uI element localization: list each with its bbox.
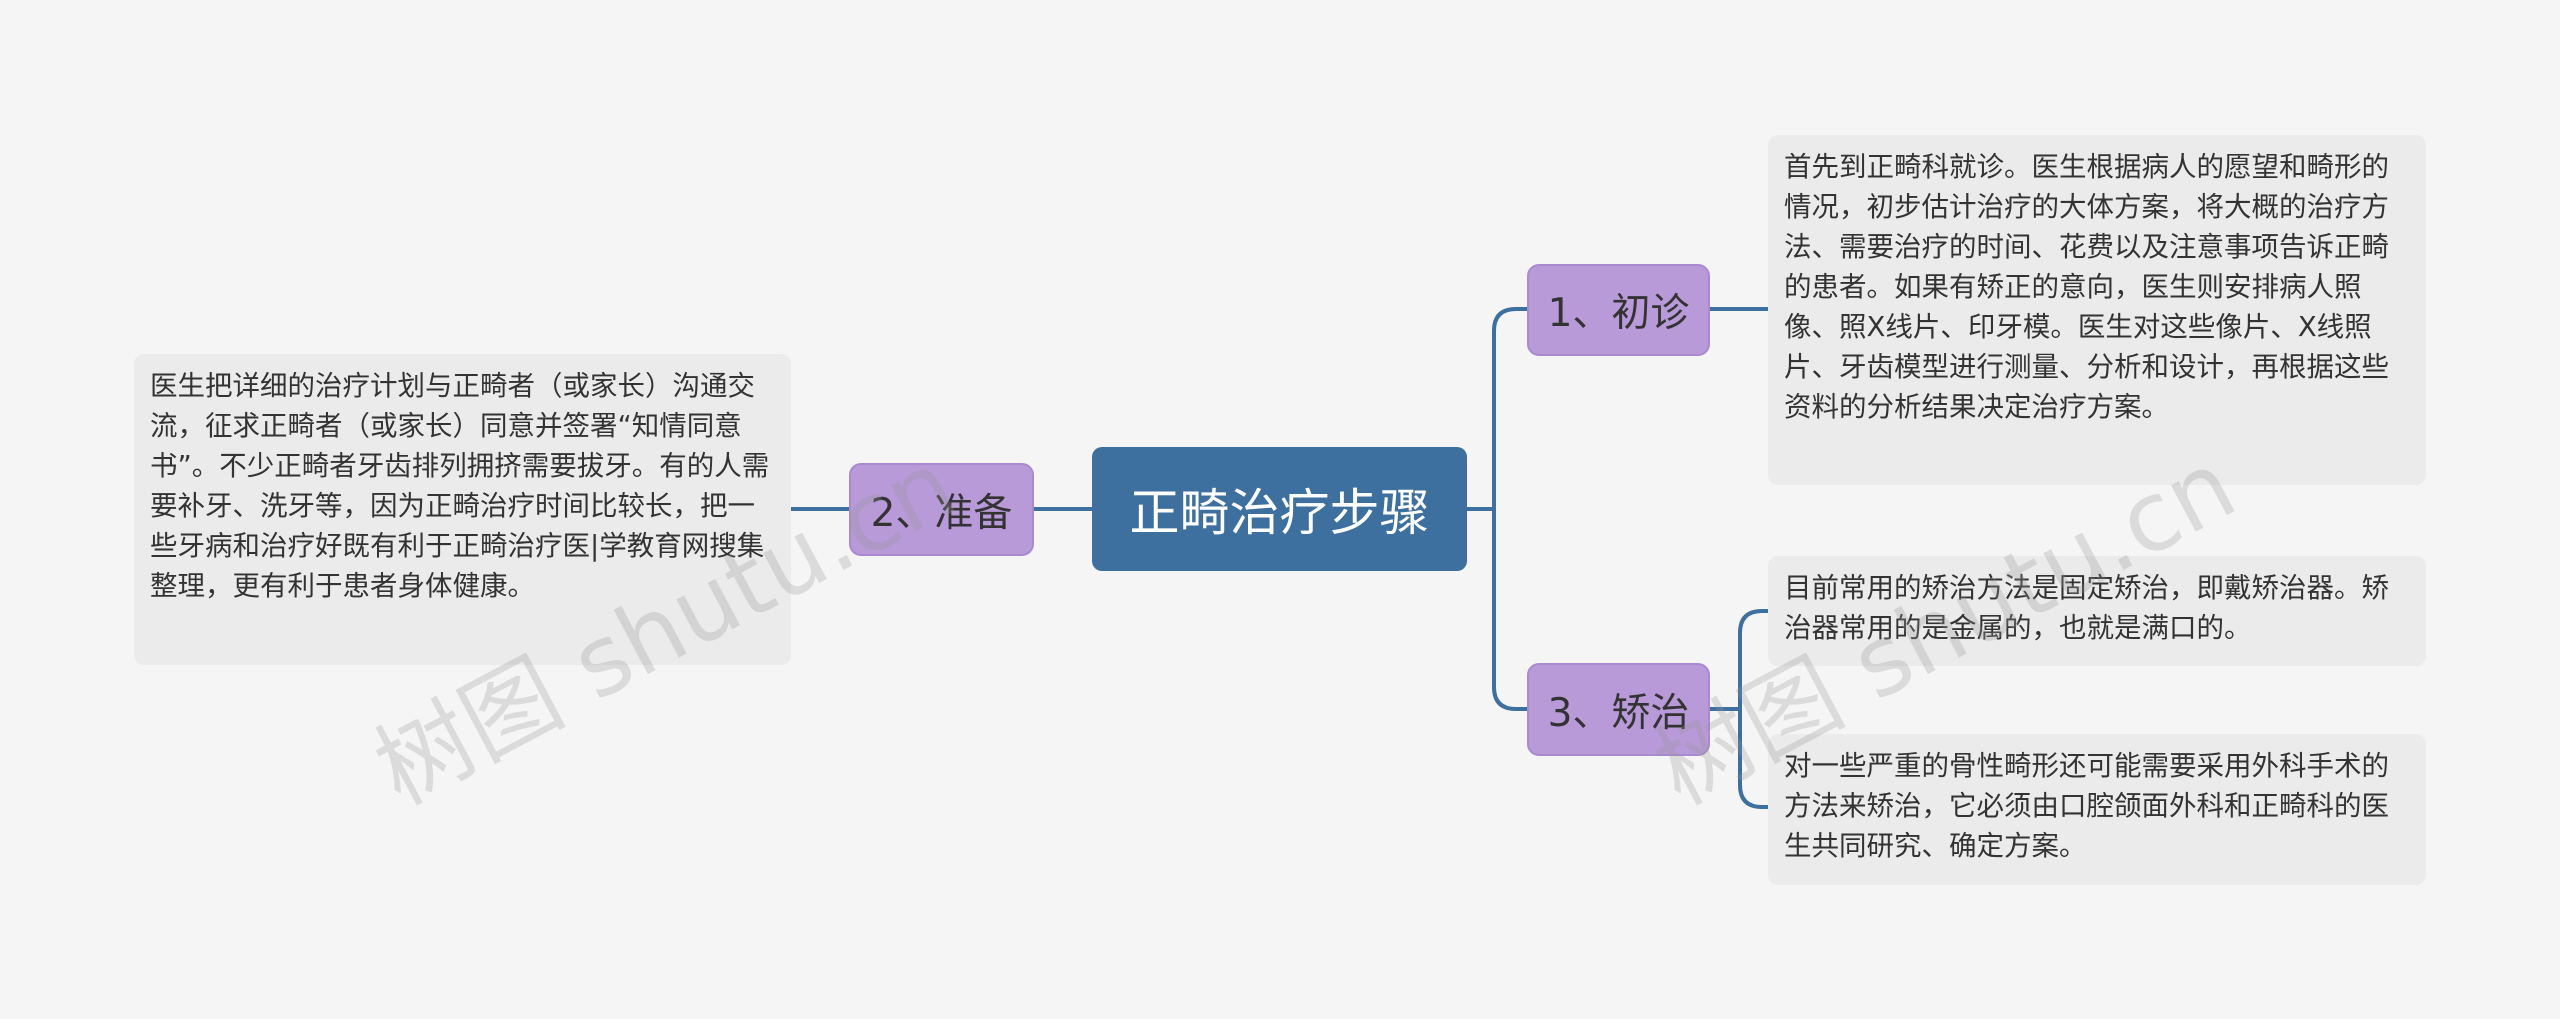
- root-node[interactable]: 正畸治疗步骤: [1092, 447, 1467, 571]
- leaf-text-3a: 目前常用的矫治方法是固定矫治，即戴矫治器。矫治器常用的是金属的，也就是满口的。: [1784, 572, 2389, 644]
- connector-branch-1: [1492, 307, 1529, 511]
- connector-leaf-3b: [1738, 707, 1770, 809]
- leaf-node-2[interactable]: 医生把详细的治疗计划与正畸者（或家长）沟通交流，征求正畸者（或家长）同意并签署“…: [134, 354, 791, 665]
- leaf-node-3a[interactable]: 目前常用的矫治方法是固定矫治，即戴矫治器。矫治器常用的是金属的，也就是满口的。: [1768, 556, 2426, 666]
- branch-node-1[interactable]: 1、初诊: [1527, 264, 1710, 356]
- connector-leaf-3a: [1708, 609, 1770, 711]
- leaf-text-1: 首先到正畸科就诊。医生根据病人的愿望和畸形的情况，初步估计治疗的大体方案，将大概…: [1784, 151, 2389, 423]
- leaf-text-3b: 对一些严重的骨性畸形还可能需要采用外科手术的方法来矫治，它必须由口腔颌面外科和正…: [1784, 750, 2389, 862]
- branch-node-3[interactable]: 3、矫治: [1527, 663, 1710, 756]
- root-label: 正畸治疗步骤: [1129, 484, 1430, 542]
- leaf-node-3b[interactable]: 对一些严重的骨性畸形还可能需要采用外科手术的方法来矫治，它必须由口腔颌面外科和正…: [1768, 734, 2426, 885]
- leaf-node-1[interactable]: 首先到正畸科就诊。医生根据病人的愿望和畸形的情况，初步估计治疗的大体方案，将大概…: [1768, 135, 2426, 485]
- branch-label-2: 2、准备: [870, 490, 1013, 536]
- leaf-text-2: 医生把详细的治疗计划与正畸者（或家长）沟通交流，征求正畸者（或家长）同意并签署“…: [150, 370, 770, 602]
- branch-label-1: 1、初诊: [1547, 291, 1690, 336]
- branch-label-3: 3、矫治: [1547, 690, 1690, 736]
- connector-branch-3: [1492, 507, 1529, 711]
- branch-node-2[interactable]: 2、准备: [849, 463, 1034, 556]
